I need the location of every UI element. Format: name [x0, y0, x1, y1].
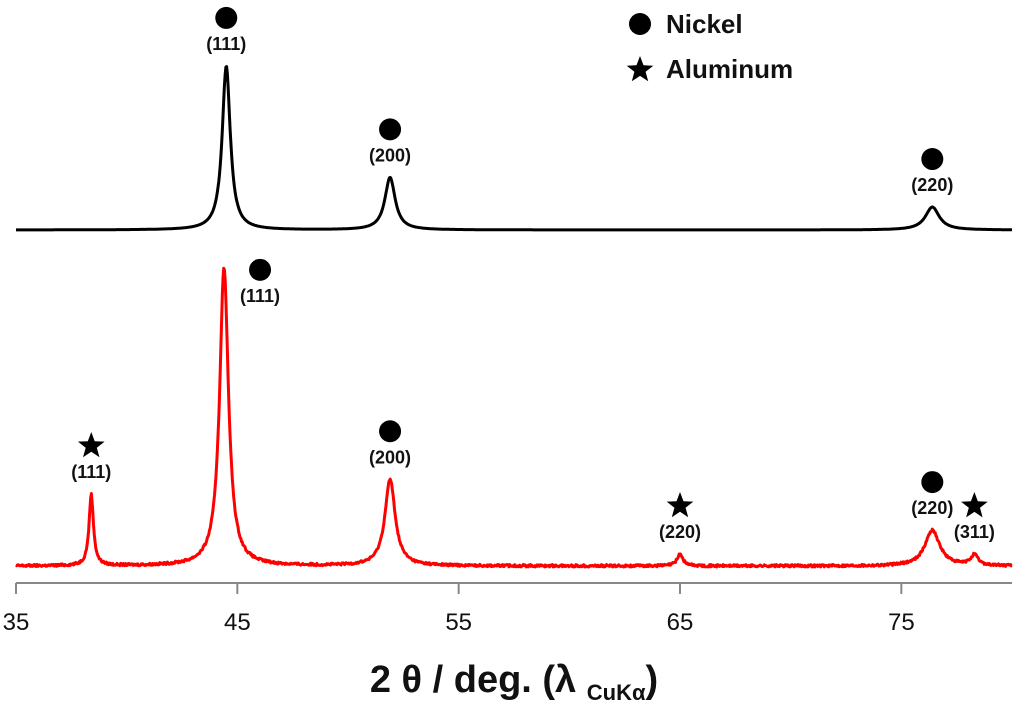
aluminum-marker	[961, 492, 988, 518]
legend: Nickel Aluminum	[626, 9, 793, 84]
x-axis-title-main: 2 θ / deg. (λ	[370, 659, 587, 701]
legend-aluminum-label: Aluminum	[666, 54, 793, 84]
peak-label: (311)	[954, 522, 995, 542]
peak-label: (220)	[659, 522, 701, 542]
series-line-lower	[15, 266, 1013, 569]
series-line-upper	[15, 65, 1013, 232]
legend-nickel-label: Nickel	[666, 9, 743, 39]
nickel-marker	[379, 420, 402, 443]
plot-series	[15, 65, 1013, 569]
peak-label: (200)	[369, 447, 411, 467]
x-axis-title-close: )	[646, 659, 659, 701]
nickel-marker	[379, 118, 402, 141]
legend-aluminum-marker	[626, 56, 654, 82]
nickel-marker	[921, 471, 944, 494]
nickel-marker	[215, 6, 238, 29]
legend-nickel-marker	[629, 13, 651, 35]
peak-label: (220)	[911, 498, 953, 518]
x-axis-title: 2 θ / deg. (λ CuKα)	[370, 659, 658, 705]
x-tick-label: 35	[3, 609, 30, 636]
aluminum-marker	[666, 492, 694, 518]
nickel-marker	[249, 258, 272, 281]
x-tick-label: 55	[445, 609, 472, 636]
peak-label: (111)	[71, 462, 111, 482]
nickel-marker	[921, 148, 944, 171]
peak-annotations: (111) (200) (220) (111) (111) (200) (220) (220)…	[71, 6, 995, 542]
peak-label: (111)	[240, 286, 280, 306]
x-tick-label: 75	[888, 609, 915, 636]
x-tick-label: 65	[667, 609, 694, 636]
x-tick-label: 45	[224, 609, 251, 636]
peak-label: (220)	[911, 175, 953, 195]
peak-label: (200)	[369, 145, 411, 165]
x-axis-title-subscript: CuKα	[587, 680, 646, 705]
x-axis: 35 45 55 65 75	[3, 582, 1012, 636]
aluminum-marker	[77, 432, 105, 458]
peak-label: (111)	[206, 34, 246, 54]
